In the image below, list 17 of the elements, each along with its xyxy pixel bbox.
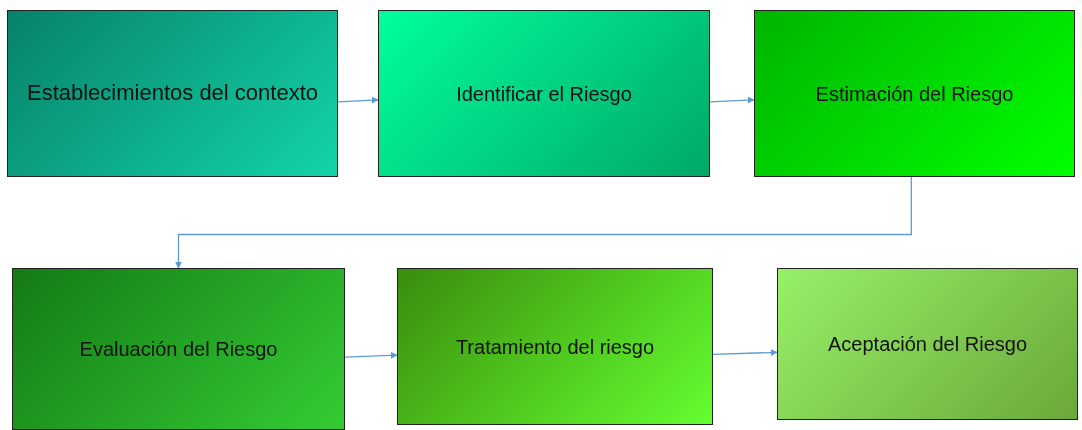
process-box: [7, 10, 338, 177]
box-label: Tratamiento del riesgo: [454, 334, 656, 360]
box-label: Identificar el Riesgo: [455, 81, 633, 107]
process-box: [378, 10, 710, 177]
box-label: Aceptación del Riesgo: [827, 332, 1028, 357]
arrow: [337, 96, 379, 104]
arrow: [712, 349, 778, 357]
arrow: [175, 176, 912, 269]
arrow: [709, 96, 755, 104]
process-box: [397, 268, 713, 425]
process-box: [777, 268, 1078, 420]
box-label: Estimación del Riesgo: [814, 81, 1015, 107]
process-box: [12, 268, 345, 430]
box-label: Evaluación del Riesgo: [78, 337, 279, 362]
arrow: [344, 351, 398, 359]
process-box: [754, 10, 1075, 177]
box-label: Establecimientos del contexto: [25, 79, 320, 108]
